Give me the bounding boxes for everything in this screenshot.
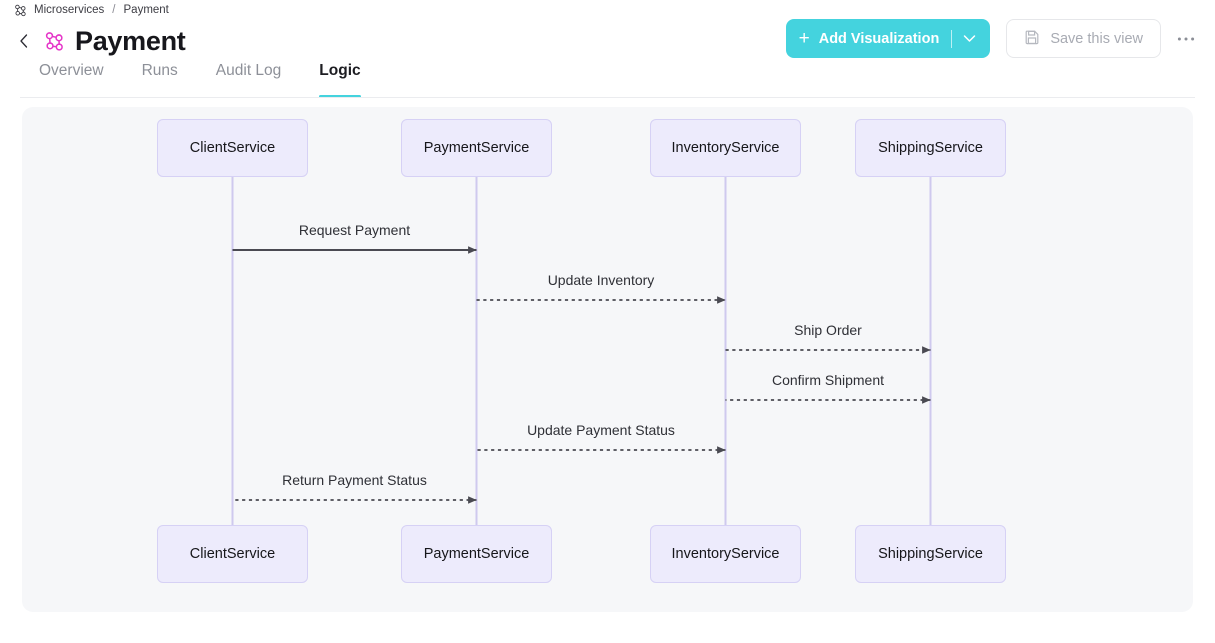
participant-label: PaymentService [423,546,530,562]
participant-label: ClientService [189,546,276,562]
message-label-5: Return Payment Status [282,472,427,488]
participant-node-inventoryservice[interactable]: InventoryService [650,525,801,583]
tab-audit-log[interactable]: Audit Log [197,60,301,98]
breadcrumb-item-payment[interactable]: Payment [123,4,169,16]
message-label-4: Update Payment Status [527,422,675,438]
page-title: Payment [75,25,186,56]
participant-node-paymentservice[interactable]: PaymentService [401,525,552,583]
participant-label: InventoryService [671,546,780,562]
tab-runs-label: Runs [141,62,178,79]
participant-node-shippingservice[interactable]: ShippingService [855,525,1006,583]
chevron-down-icon[interactable] [963,34,976,43]
title-node-cluster-icon [44,31,65,52]
header-actions: + Add Visualization Save this view [785,19,1197,58]
tab-logic[interactable]: Logic [300,60,379,98]
header-divider [20,97,1195,98]
participant-node-inventoryservice[interactable]: InventoryService [650,119,801,177]
participant-node-paymentservice[interactable]: PaymentService [401,119,552,177]
tab-audit-log-label: Audit Log [215,62,282,79]
tab-overview[interactable]: Overview [20,60,123,98]
ellipsis-horizontal-icon[interactable] [1175,28,1197,50]
participant-label: ShippingService [878,546,983,562]
floppy-disk-save-icon [1024,29,1040,49]
breadcrumb-separator: / [112,4,116,16]
node-cluster-icon [14,4,27,17]
breadcrumb: Microservices / Payment [14,0,169,20]
lifeline-inventoryservice [724,177,727,525]
plus-icon: + [798,28,810,49]
add-visualization-label: Add Visualization [818,30,940,47]
lifeline-shippingservice [929,177,932,525]
tab-runs[interactable]: Runs [123,60,197,98]
message-label-2: Ship Order [794,322,862,338]
participant-node-shippingservice[interactable]: ShippingService [855,119,1006,177]
participant-label: InventoryService [671,140,780,156]
lifeline-paymentservice [475,177,478,525]
lifeline-clientservice [231,177,234,525]
participant-label: PaymentService [423,140,530,156]
participant-node-clientservice[interactable]: ClientService [157,525,308,583]
participant-label: ClientService [189,140,276,156]
tab-logic-label: Logic [319,62,361,79]
breadcrumb-item-microservices[interactable]: Microservices [34,4,105,16]
participant-node-clientservice[interactable]: ClientService [157,119,308,177]
tab-overview-label: Overview [39,62,104,79]
sequence-diagram-svg [231,177,932,525]
add-visualization-button[interactable]: + Add Visualization [785,19,991,58]
message-label-0: Request Payment [298,222,411,238]
save-this-view-label: Save this view [1050,30,1143,47]
message-label-3: Confirm Shipment [771,372,885,388]
participant-label: ShippingService [878,140,983,156]
tab-bar: Overview Runs Audit Log Logic [20,60,380,98]
save-this-view-button[interactable]: Save this view [1006,19,1161,58]
page-title-row: Payment [14,20,186,62]
button-divider [951,29,953,48]
chevron-left-icon[interactable] [14,28,34,54]
message-label-1: Update Inventory [547,272,655,288]
